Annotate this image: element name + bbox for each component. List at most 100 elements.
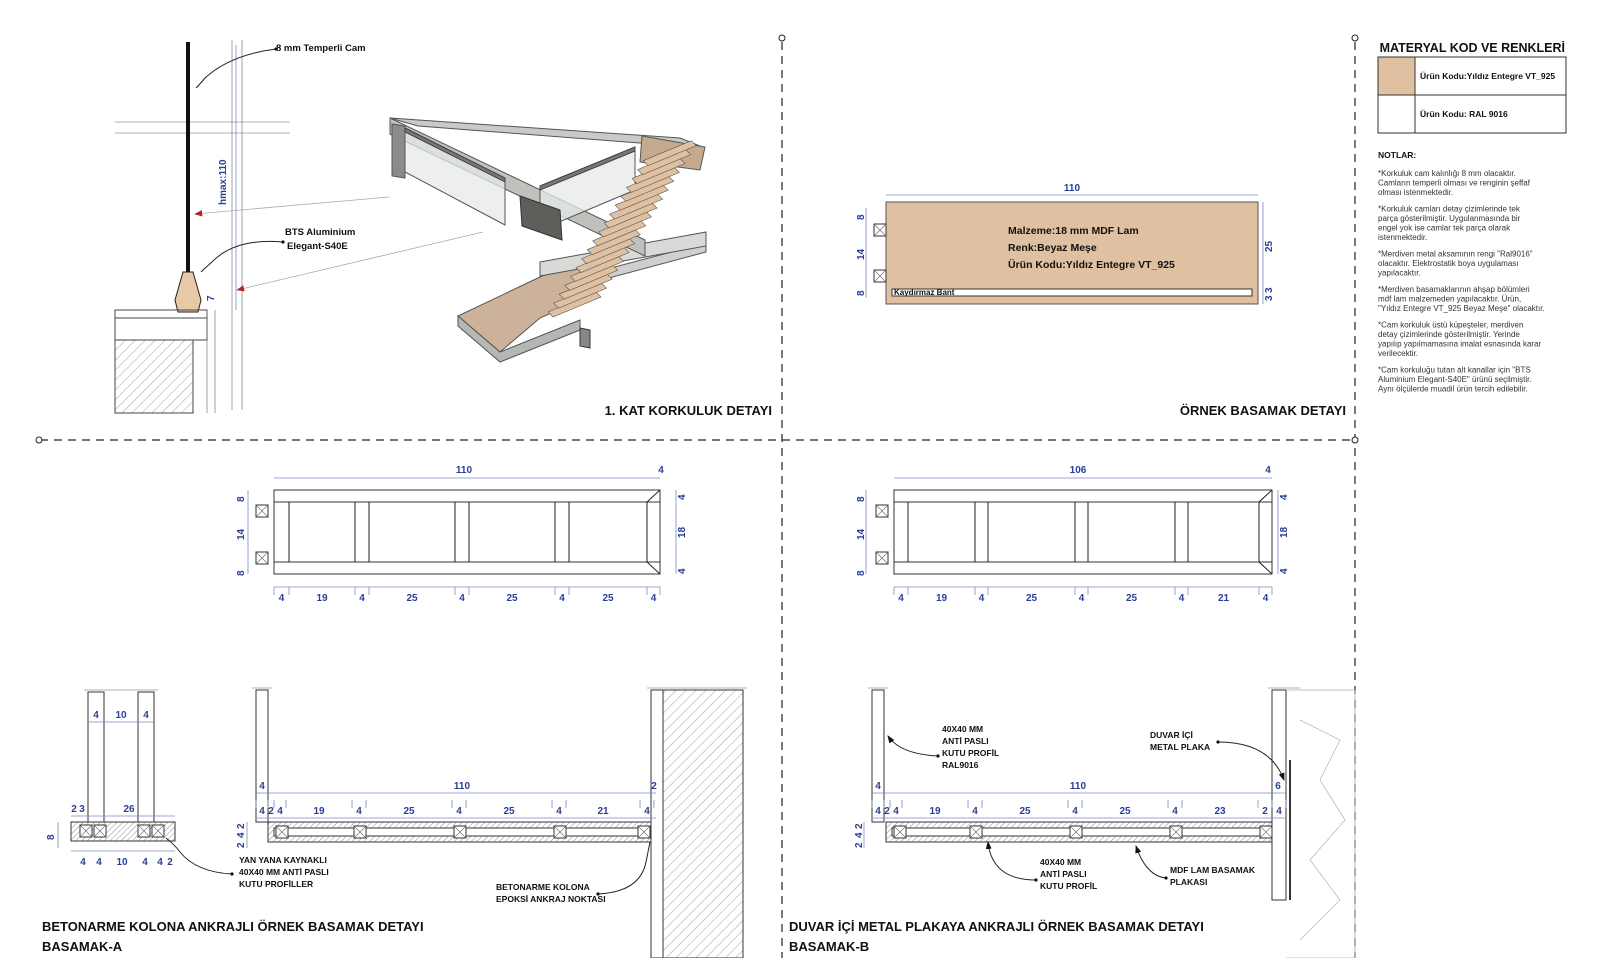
dimension-label: 4 [875,806,881,817]
note-line: *Cam korkuluğu tutan alt kanallar için "… [1378,366,1531,375]
note-line: Camların temperli olması ve renginin şef… [1378,179,1531,188]
dim-plan-b-r1: 4 [1279,494,1290,500]
dimension-label: 25 [503,806,515,817]
dimension-label: 21 [597,806,609,817]
label-profile-1: BTS Aluminium [285,227,355,238]
dimension-label: 4 [277,806,283,817]
dim-25: 25 [1264,240,1275,252]
note-line: *Korkuluk cam kalınlığı 8 mm olacaktır. [1378,169,1516,178]
dimension-label: 25 [1119,806,1131,817]
note-line: olacaktır. Elektrostatik boya uygulaması [1378,259,1519,268]
label-a-profiles-2: 40X40 MM ANTİ PASLI [239,867,329,877]
dimension-label: 25 [403,806,415,817]
dimension-label: 4 [651,593,657,604]
dim-side-a-b1: 4 [80,857,86,868]
note-line: Aluminium Elegant-S40E" ürünü seçilmişti… [1378,375,1532,384]
step-sample-detail: Kaydırmaz Bant Malzeme:18 mm MDF Lam Ren… [856,183,1346,418]
dim-plan-b-top: 106 [1070,465,1087,476]
dimension-label: 19 [929,806,941,817]
dim-plan-a-l1: 8 [236,496,247,502]
note-line: *Korkuluk camları detay çizimlerinde tek [1378,205,1521,214]
stair-3d-illustration [389,117,707,363]
dimension-label: 4 [1079,593,1085,604]
dim-side-a-r3: 26 [123,804,135,815]
dimension-label: 4 [356,806,362,817]
dimension-label: 4 [456,806,462,817]
dim-plan-b-r3: 4 [1279,568,1290,574]
dim-sec-a-top-l: 4 [259,781,265,792]
dim-side-a-left: 8 [46,834,57,840]
dim-side-a-b6: 2 [167,857,173,868]
dim-8b: 8 [856,290,867,296]
title-basamak-b-2: BASAMAK-B [789,939,869,954]
note-line: *Merdiven metal aksamının rengi "Ral9016… [1378,250,1533,259]
dim-3a: 3 [1264,295,1275,301]
dimension-label: 4 [1179,593,1185,604]
antislip-band [891,288,1253,297]
dimension-label: 4 [359,593,365,604]
dimension-label: 25 [1019,806,1031,817]
dimension-label: 25 [506,593,518,604]
dimension-label: 4 [1072,806,1078,817]
label-b-mdf-2: PLAKASI [1170,877,1207,887]
dimension-label: 4 [556,806,562,817]
dim-side-a-b5: 4 [157,857,163,868]
dim-sec-b-l2: 4 [854,832,865,838]
label-b-plate-1: DUVAR İÇİ [1150,730,1193,740]
material-code-wood: Ürün Kodu:Yıldız Entegre VT_925 [1420,71,1555,81]
dimension-label: 4 [1276,806,1282,817]
metal-plate-wall [1271,689,1287,901]
dim-sec-b-top-l: 4 [875,781,881,792]
concrete-column [662,689,744,959]
materials-title: MATERYAL KOD VE RENKLERİ [1380,40,1565,55]
dim-plan-a-l2: 14 [236,528,247,540]
dimension-label: 2 [1262,806,1268,817]
label-profile-2: Elegant-S40E [287,241,348,252]
aluminium-channel [174,271,202,313]
dimension-label: 4 [644,806,650,817]
dimension-label: 19 [313,806,325,817]
label-b-box2-2: ANTİ PASLI [1040,869,1087,879]
title-step-sample: ÖRNEK BASAMAK DETAYI [1180,403,1346,418]
notes-body: *Korkuluk cam kalınlığı 8 mm olacaktır.C… [1378,169,1545,394]
label-b-mdf-1: MDF LAM BASAMAK [1170,865,1256,875]
notes-panel: NOTLAR: *Korkuluk cam kalınlığı 8 mm ola… [1378,150,1545,394]
dimension-label: 4 [898,593,904,604]
label-antislip: Kaydırmaz Bant [894,288,955,297]
label-b-box-2: ANTİ PASLI [942,736,989,746]
dimension-label: 4 [279,593,285,604]
dim-sec-a-top: 110 [454,781,471,792]
dim-sec-b-top: 110 [1070,781,1087,792]
dimension-label: 2 [884,806,890,817]
dim-side-a-t3: 4 [143,710,149,721]
note-line: olması istenmektedir. [1378,188,1453,197]
dim-side-a-b4: 4 [142,857,148,868]
label-a-profiles-1: YAN YANA KAYNAKLI [239,855,327,865]
dimension-label: 21 [1218,593,1230,604]
materials-legend: MATERYAL KOD VE RENKLERİ Ürün Kodu:Yıldı… [1377,40,1567,134]
dimension-label: 4 [559,593,565,604]
plan-a-frame [273,489,661,575]
note-line: parça gösterilmiştir. Uygulanmasında bir [1378,214,1521,223]
label-b-box-4: RAL9016 [942,760,979,770]
dim-top: 110 [1064,183,1081,194]
stair-tread [642,140,697,167]
dim-side-a-t1: 4 [93,710,99,721]
dim-7: 7 [206,295,217,301]
dimension-label: 23 [1214,806,1226,817]
stair-treads [547,140,697,318]
dimension-label: 4 [459,593,465,604]
note-line: verilecektir. [1378,349,1418,358]
dimension-label: 25 [1026,593,1038,604]
note-line: detay çizimlerinde gösterilmiştir. Yerin… [1378,330,1520,339]
dim-plan-a-r3: 4 [677,568,688,574]
dim-8a: 8 [856,214,867,220]
